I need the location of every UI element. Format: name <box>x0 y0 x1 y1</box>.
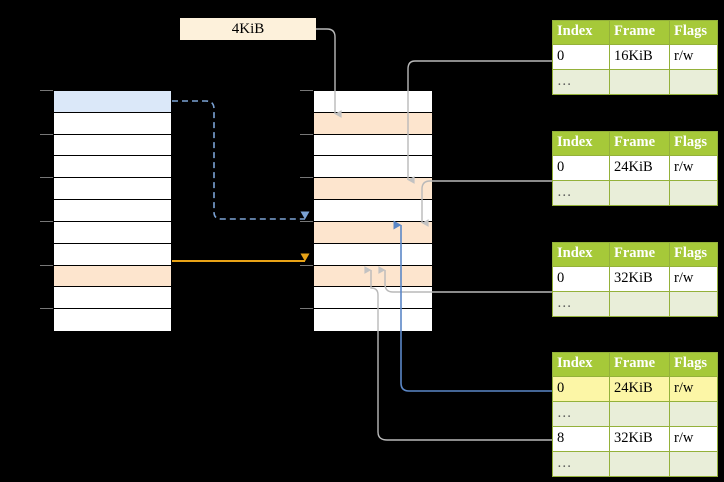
memory-row[interactable] <box>314 178 432 201</box>
cell-frame: 32KiB <box>609 426 670 452</box>
cell-flags: r/w <box>669 266 718 292</box>
ruler-tick <box>40 134 53 135</box>
cell-flags <box>669 401 718 427</box>
table-row[interactable]: 0 24KiB r/w <box>552 155 718 181</box>
memory-row[interactable] <box>54 112 171 135</box>
memory-row[interactable] <box>314 265 432 288</box>
column-header-frame: Frame <box>609 131 670 156</box>
column-header-index: Index <box>552 242 610 267</box>
table-row[interactable]: … <box>552 401 718 427</box>
cell-flags: r/w <box>669 44 718 70</box>
cell-flags: r/w <box>669 426 718 452</box>
page-table-2[interactable]: Index Frame Flags 0 24KiB r/w … <box>552 131 718 206</box>
cell-index: … <box>552 69 610 95</box>
cell-frame: 24KiB <box>609 155 670 181</box>
cell-flags <box>669 451 718 477</box>
table-row[interactable]: 0 24KiB r/w <box>552 376 718 402</box>
ruler-tick <box>40 265 53 266</box>
cell-frame: 32KiB <box>609 266 670 292</box>
column-header-frame: Frame <box>609 20 670 45</box>
memory-row[interactable] <box>314 112 432 135</box>
column-header-index: Index <box>552 131 610 156</box>
memory-row[interactable] <box>54 178 171 201</box>
cell-frame <box>609 401 670 427</box>
table-header-row: Index Frame Flags <box>552 20 718 45</box>
ruler-tick <box>40 221 53 222</box>
memory-row[interactable] <box>314 287 432 310</box>
physical-memory-column <box>313 90 433 331</box>
virtual-address-space-column <box>53 90 172 331</box>
column-header-index: Index <box>552 20 610 45</box>
memory-row[interactable] <box>54 91 171 113</box>
memory-row[interactable] <box>314 243 432 266</box>
cell-index: … <box>552 401 610 427</box>
cell-flags <box>669 69 718 95</box>
memory-row[interactable] <box>314 156 432 179</box>
cell-frame: 24KiB <box>609 376 670 402</box>
cell-frame <box>609 180 670 206</box>
table-row[interactable]: … <box>552 451 718 477</box>
ruler-tick <box>40 177 53 178</box>
memory-row[interactable] <box>54 265 171 288</box>
memory-row[interactable] <box>54 221 171 244</box>
size-label-4kib: 4KiB <box>180 18 316 40</box>
ruler-tick <box>40 308 53 309</box>
ruler-tick <box>300 308 313 309</box>
cell-frame <box>609 69 670 95</box>
memory-row[interactable] <box>314 91 432 113</box>
memory-row[interactable] <box>314 134 432 157</box>
table-row[interactable]: 0 32KiB r/w <box>552 266 718 292</box>
table-header-row: Index Frame Flags <box>552 242 718 267</box>
cell-index: … <box>552 180 610 206</box>
cell-flags: r/w <box>669 376 718 402</box>
column-header-frame: Frame <box>609 352 670 377</box>
cell-index: 0 <box>552 266 610 292</box>
memory-row[interactable] <box>314 309 432 331</box>
table-row[interactable]: 8 32KiB r/w <box>552 426 718 452</box>
page-table-4[interactable]: Index Frame Flags 0 24KiB r/w … 8 32KiB … <box>552 352 718 477</box>
table-row[interactable]: … <box>552 69 718 95</box>
memory-row[interactable] <box>314 221 432 244</box>
table-row[interactable]: 0 16KiB r/w <box>552 44 718 70</box>
memory-row[interactable] <box>54 287 171 310</box>
column-header-flags: Flags <box>669 20 718 45</box>
memory-row[interactable] <box>54 309 171 331</box>
ruler-tick <box>300 134 313 135</box>
ruler-tick <box>300 90 313 91</box>
cell-frame <box>609 451 670 477</box>
memory-row[interactable] <box>54 243 171 266</box>
cell-flags <box>669 180 718 206</box>
cell-index: 0 <box>552 155 610 181</box>
table-row[interactable]: … <box>552 291 718 317</box>
ruler-tick <box>300 177 313 178</box>
cell-index: 0 <box>552 44 610 70</box>
table-row[interactable]: … <box>552 180 718 206</box>
memory-row[interactable] <box>54 156 171 179</box>
column-header-flags: Flags <box>669 352 718 377</box>
ruler-tick <box>300 221 313 222</box>
memory-row[interactable] <box>54 134 171 157</box>
page-table-3[interactable]: Index Frame Flags 0 32KiB r/w … <box>552 242 718 317</box>
cell-index: … <box>552 451 610 477</box>
ruler-tick <box>40 90 53 91</box>
memory-row[interactable] <box>54 200 171 222</box>
cell-flags: r/w <box>669 155 718 181</box>
cell-frame <box>609 291 670 317</box>
page-table-1[interactable]: Index Frame Flags 0 16KiB r/w … <box>552 20 718 95</box>
column-header-flags: Flags <box>669 131 718 156</box>
column-header-index: Index <box>552 352 610 377</box>
wire-virtual-row0-dashed <box>172 100 310 220</box>
column-header-flags: Flags <box>669 242 718 267</box>
memory-row[interactable] <box>314 200 432 222</box>
cell-index: 0 <box>552 376 610 402</box>
cell-flags <box>669 291 718 317</box>
cell-index: … <box>552 291 610 317</box>
cell-frame: 16KiB <box>609 44 670 70</box>
column-header-frame: Frame <box>609 242 670 267</box>
table-header-row: Index Frame Flags <box>552 131 718 156</box>
table-header-row: Index Frame Flags <box>552 352 718 377</box>
cell-index: 8 <box>552 426 610 452</box>
wire-table2-to-physical <box>421 180 552 227</box>
ruler-tick <box>300 265 313 266</box>
